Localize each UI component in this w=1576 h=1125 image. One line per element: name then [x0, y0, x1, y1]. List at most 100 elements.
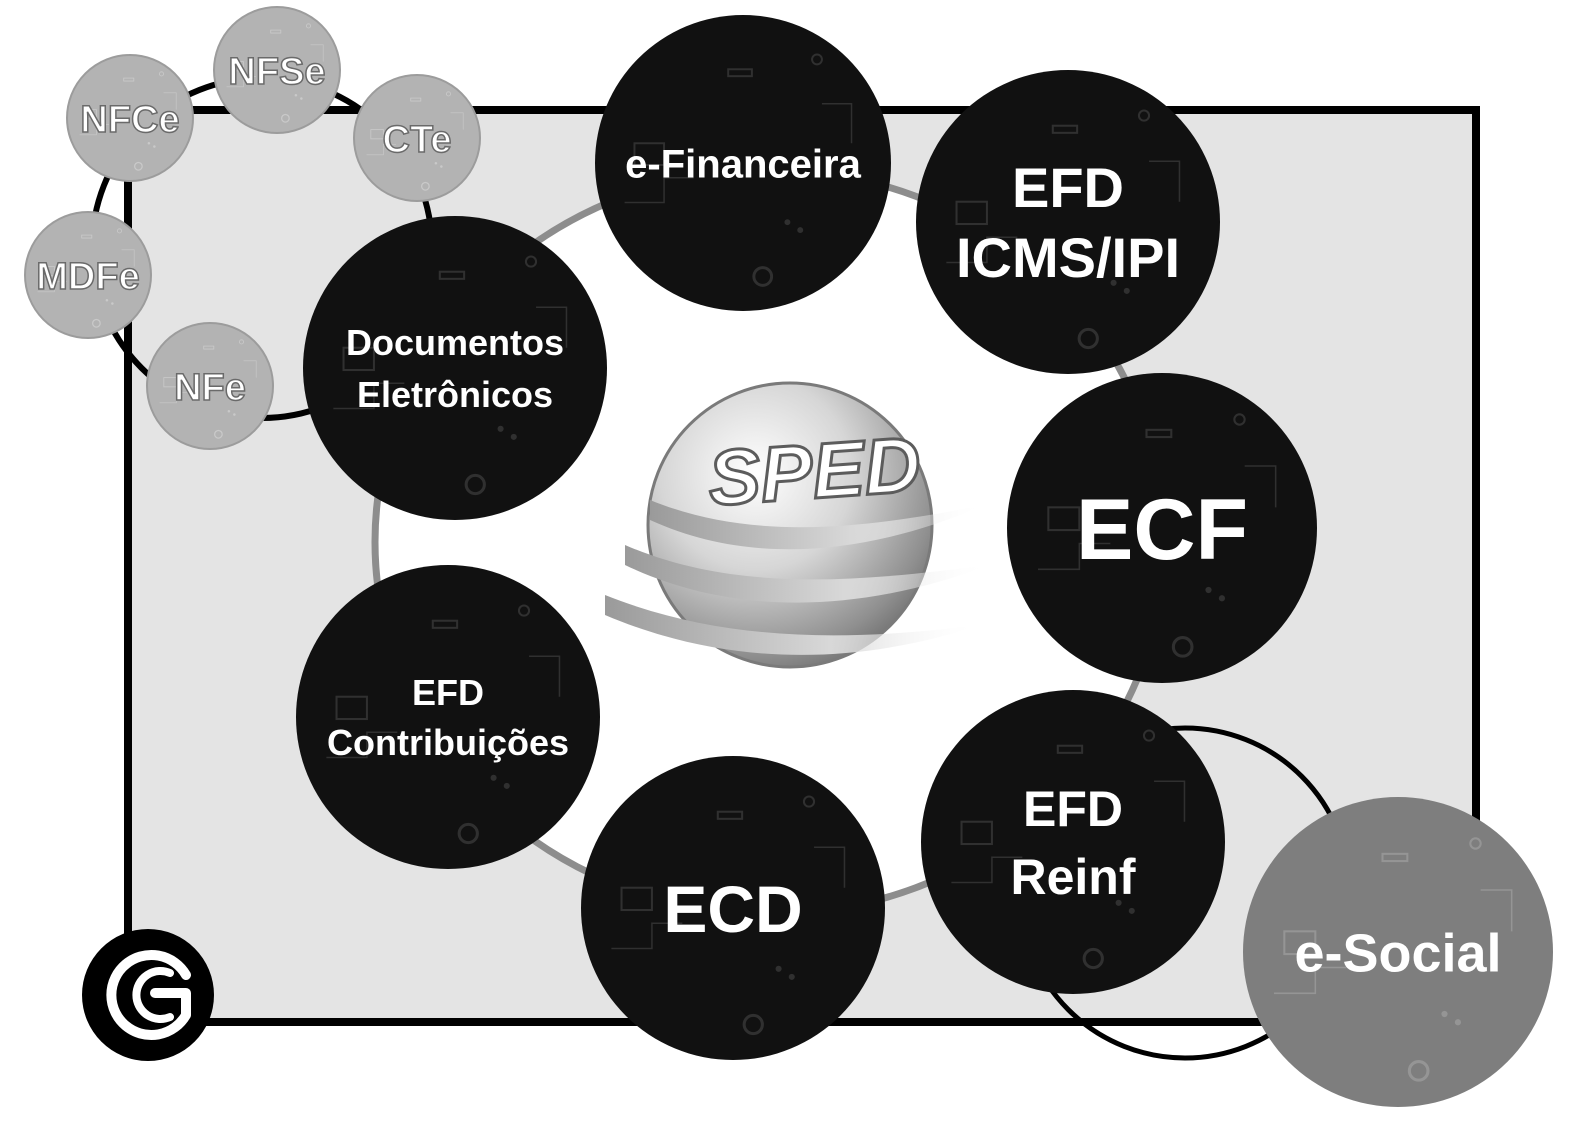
sub-node-cte[interactable]: CTe: [353, 74, 481, 202]
router-icon: [203, 345, 215, 350]
at-icon: [238, 339, 245, 345]
router-icon: [270, 29, 282, 34]
circuit-trace: [536, 306, 568, 348]
at-icon: [802, 795, 816, 808]
router-icon: [438, 270, 466, 280]
sub-node-label: CTe: [383, 119, 452, 161]
circuit-pattern: [333, 255, 568, 496]
router-icon: [431, 619, 459, 629]
at-icon: [158, 71, 165, 77]
node-circle: [921, 690, 1225, 994]
circuit-pattern: [326, 604, 561, 845]
circuit-trace: [243, 360, 257, 378]
router-icon: [727, 68, 753, 78]
circuit-trace: [226, 75, 256, 88]
circuit-pattern: [951, 729, 1186, 970]
circuit-trace: [1038, 542, 1111, 571]
share-icon: [1441, 1010, 1448, 1018]
g-logo-icon: [82, 929, 214, 1061]
gear-icon: [752, 266, 774, 287]
at-icon: [811, 53, 823, 66]
circuit-trace: [821, 103, 853, 144]
share-icon: [490, 774, 497, 781]
node-circle: [303, 216, 607, 520]
circuit-trace: [310, 44, 324, 62]
gear-icon: [457, 822, 479, 845]
share-icon: [105, 298, 109, 302]
node-e-financeira[interactable]: e-Financeira: [595, 15, 891, 311]
gear-icon: [1077, 327, 1099, 350]
at-icon: [517, 604, 531, 617]
circuit-pattern: [37, 228, 135, 328]
router-icon: [1051, 124, 1079, 134]
node-label: ICMS/IPI: [956, 226, 1180, 289]
circuit-trace: [1274, 966, 1347, 995]
gear-icon: [133, 161, 143, 171]
gear-icon: [213, 429, 223, 439]
share-icon: [503, 782, 510, 789]
node-circle: [595, 15, 891, 311]
monitor-icon: [230, 61, 244, 72]
swoosh-line: [650, 500, 985, 550]
share-icon: [797, 227, 804, 234]
at-icon: [524, 255, 538, 268]
at-icon: [1469, 837, 1482, 850]
node-label: e-Financeira: [625, 142, 861, 186]
circuit-trace: [946, 236, 1018, 264]
share-icon: [510, 433, 517, 440]
share-icon: [147, 141, 151, 145]
at-icon: [1142, 729, 1156, 742]
gear-icon: [742, 1013, 764, 1036]
share-icon: [153, 145, 156, 148]
sub-node-label: MDFe: [36, 256, 139, 298]
at-icon: [445, 91, 452, 97]
circuit-pattern: [79, 71, 177, 171]
circuit-trace: [529, 655, 561, 697]
share-icon: [294, 93, 298, 97]
node-circle: [916, 70, 1220, 374]
router-icon: [410, 97, 422, 102]
sub-node-nfse[interactable]: NFSe: [213, 6, 341, 134]
gear-icon: [1171, 635, 1194, 658]
node-label: EFD: [1023, 781, 1123, 837]
sped-logo: SPED: [605, 381, 990, 669]
sub-node-mdfe[interactable]: MDFe: [24, 211, 152, 339]
share-icon: [788, 973, 795, 980]
monitor-icon: [1047, 506, 1081, 532]
circuit-trace: [326, 731, 398, 759]
share-icon: [1115, 899, 1122, 906]
sub-node-label: NFSe: [228, 51, 325, 93]
share-icon: [1454, 1019, 1462, 1026]
swoosh-line: [625, 545, 990, 603]
node-e-social[interactable]: e-Social: [1243, 797, 1553, 1107]
router-icon: [1145, 428, 1173, 439]
router-icon: [1381, 852, 1409, 863]
at-icon: [305, 23, 312, 29]
monitor-icon: [960, 820, 993, 846]
monitor-icon: [370, 129, 384, 140]
sub-node-nfce[interactable]: NFCe: [66, 54, 194, 182]
circuit-pattern: [226, 23, 324, 123]
circuit-trace: [814, 846, 846, 888]
router-icon: [716, 810, 744, 820]
monitor-icon: [1283, 930, 1317, 956]
gear-icon: [91, 318, 101, 328]
gear-icon: [420, 181, 430, 191]
sub-node-nfe[interactable]: NFe: [146, 322, 274, 450]
share-icon: [300, 97, 303, 100]
swoosh-line: [605, 595, 980, 655]
circuit-trace: [159, 391, 189, 404]
router-icon: [81, 234, 93, 239]
circuit-trace: [951, 856, 1023, 884]
router-icon: [1056, 744, 1084, 754]
node-ecd[interactable]: ECD: [581, 756, 885, 1060]
share-icon: [784, 219, 791, 226]
share-icon: [434, 161, 438, 165]
node-ecf[interactable]: ECF: [1007, 373, 1317, 683]
monitor-icon: [83, 109, 97, 120]
